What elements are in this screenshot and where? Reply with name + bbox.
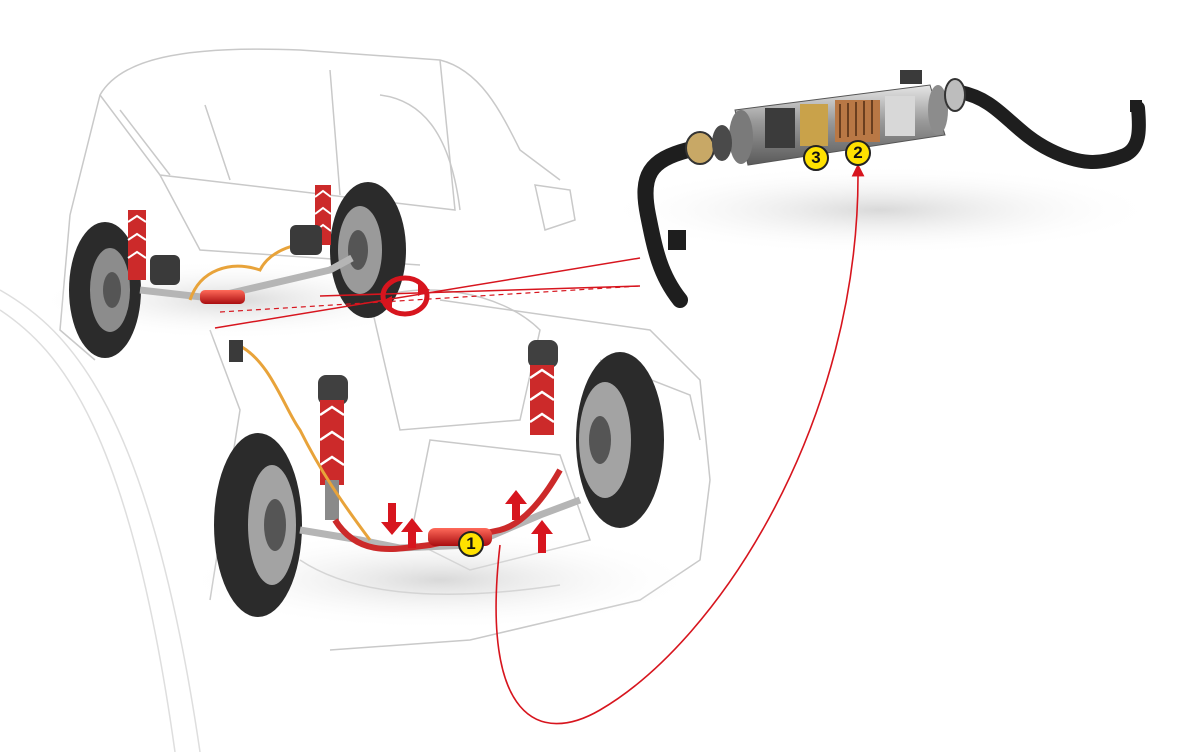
front-struts	[318, 340, 558, 520]
callout-1: 1	[458, 531, 484, 557]
stabilizer-bar-right	[953, 85, 1146, 169]
front-left-wheel	[214, 433, 302, 617]
actuator-end-bearings	[685, 70, 966, 165]
rear-stabilizer-actuator	[200, 290, 245, 304]
front-right-wheel	[576, 352, 664, 528]
rear-air-module	[290, 225, 322, 255]
rear-springs	[127, 185, 332, 280]
front-stabilizer-bar	[332, 468, 563, 552]
front-wiring-harness	[237, 343, 372, 541]
road-lines	[0, 289, 201, 752]
callout-2: 2	[845, 140, 871, 166]
callout-3: 3	[803, 145, 829, 171]
stabilizer-bar-left	[637, 142, 696, 308]
actuator-cutaway-internals	[765, 96, 915, 148]
force-arrows	[381, 490, 553, 553]
car-body-outline	[59, 48, 711, 651]
rear-right-wheel	[330, 182, 406, 318]
exploded-stabilizer	[637, 70, 1146, 308]
rear-left-wheel	[69, 222, 141, 358]
rear-control-arms	[139, 254, 354, 302]
leader-lines	[214, 163, 865, 725]
